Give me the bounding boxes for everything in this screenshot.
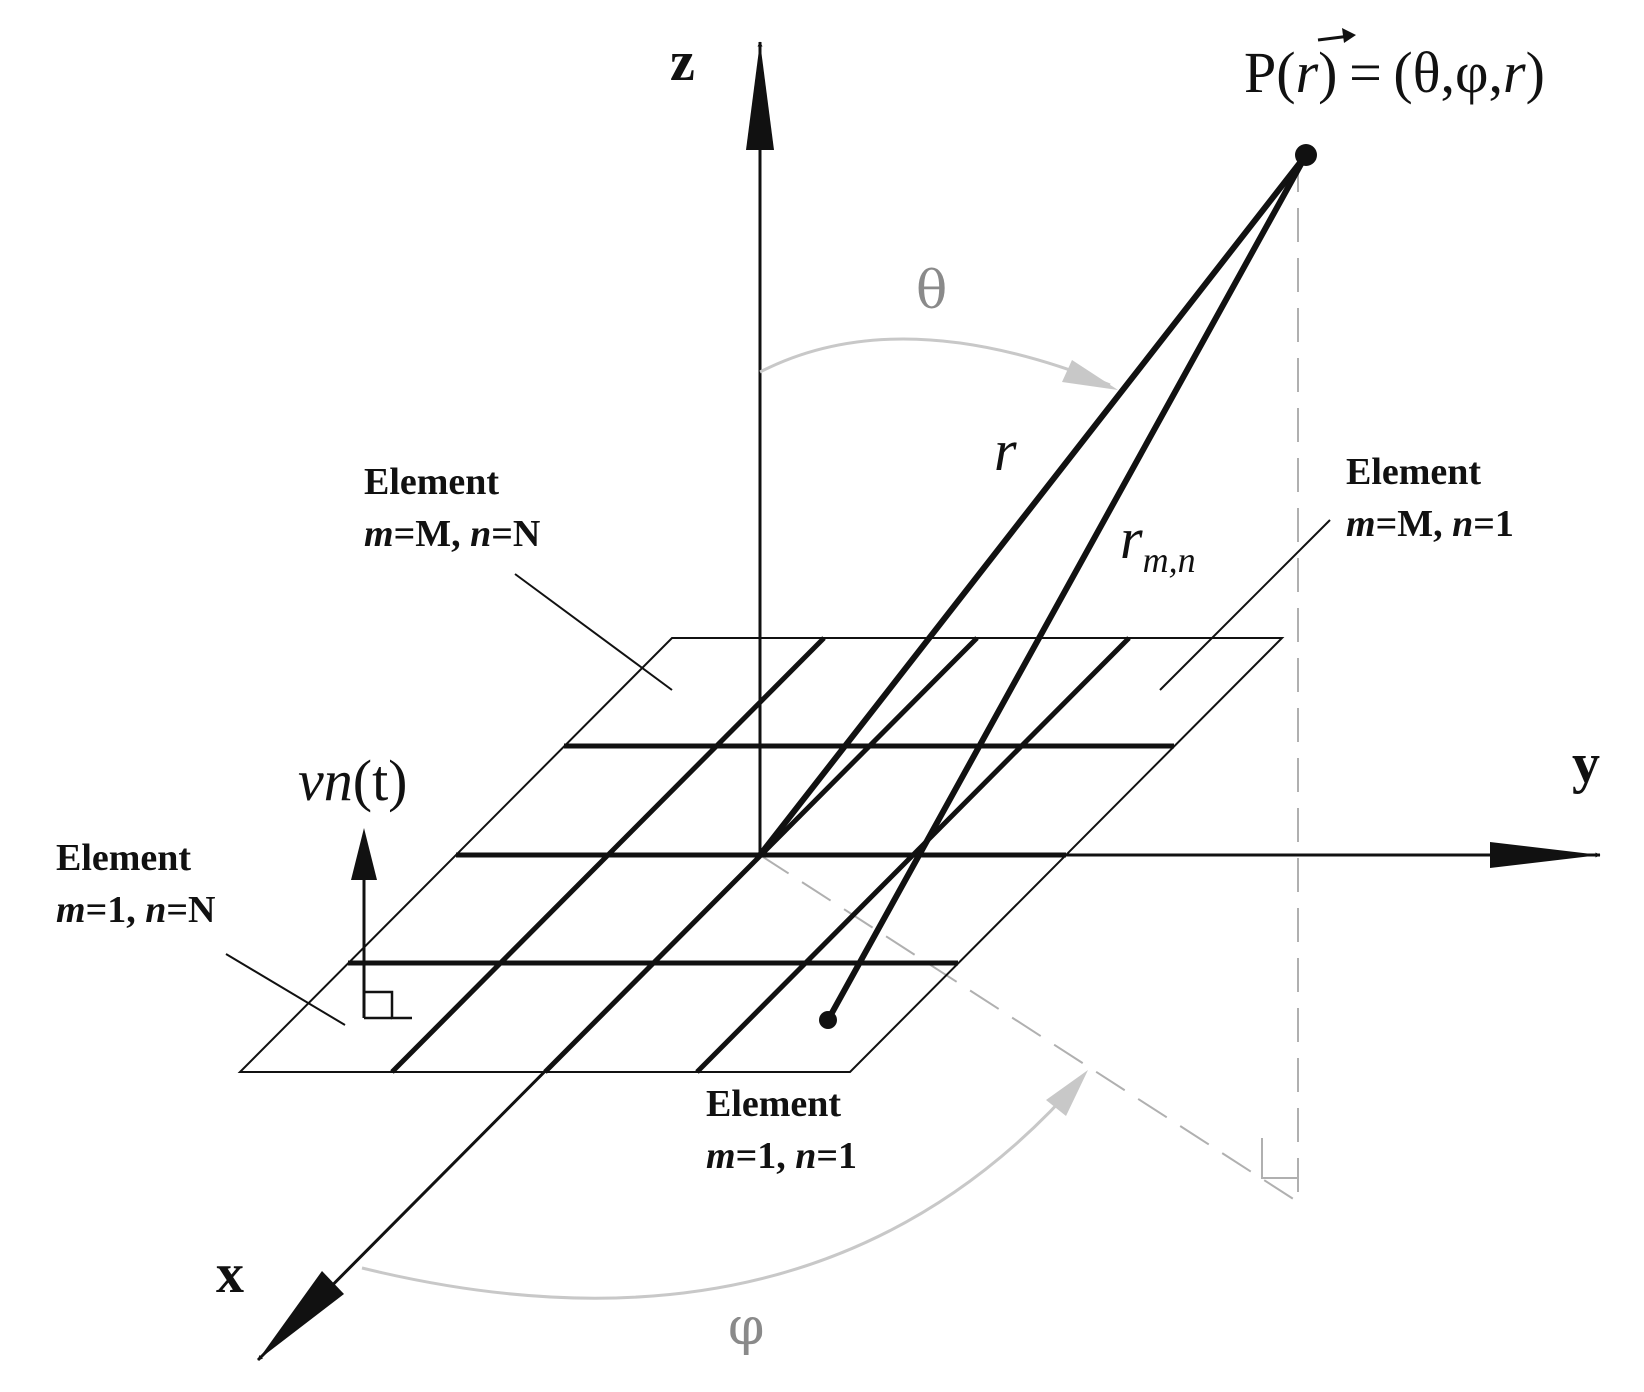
velocity-label: vn(t) — [298, 748, 408, 813]
leader-element-mm-nn — [514, 573, 673, 691]
element-m1-n1-m-val: =1, — [736, 1135, 796, 1177]
element-mm-n1-n: n — [1452, 503, 1473, 545]
velocity-v: v — [298, 748, 324, 813]
element-source-dot — [819, 1011, 837, 1029]
element-mm-nn-n: n — [470, 513, 491, 555]
leader-element-m1-nn — [225, 953, 346, 1026]
point-p-name: P( — [1244, 40, 1296, 105]
element-mm-nn-title: Element — [364, 461, 499, 503]
element-m1-n1-n: n — [795, 1135, 816, 1177]
point-p-dot — [1295, 144, 1317, 166]
element-label-mm-nn: Element m=M, n=N — [364, 461, 540, 555]
element-mm-n1-title: Element — [1346, 451, 1481, 493]
element-label-m1-n1: Element m=1, n=1 — [706, 1083, 857, 1177]
grid-col-divider-1 — [390, 636, 826, 1074]
point-p-r: r — [1503, 40, 1526, 105]
point-p-rest: ) = (θ,φ, — [1318, 40, 1503, 105]
element-mm-n1-m: m — [1346, 503, 1376, 545]
projection-line-ground — [759, 854, 1299, 1203]
element-m1-n1-n-val: =1 — [816, 1135, 857, 1177]
element-m1-n1-indices: m=1, n=1 — [706, 1135, 857, 1177]
distance-rmn-main: r — [1120, 506, 1143, 571]
element-m1-nn-m-val: =1, — [86, 889, 146, 931]
element-mm-nn-n-val: =N — [491, 513, 540, 555]
leader-element-mm-n1 — [1159, 519, 1331, 691]
theta-label: θ — [916, 261, 947, 321]
distance-rmn-label: rm,n — [1120, 506, 1196, 580]
point-p-label: P(r) = (θ,φ,r) — [1244, 40, 1545, 105]
theta-arrowhead — [1062, 360, 1118, 390]
x-axis-arrowhead — [258, 1271, 344, 1360]
y-axis-arrowhead — [1490, 842, 1600, 868]
y-axis-label: y — [1572, 733, 1600, 795]
vector-r-mn — [825, 152, 1309, 1023]
element-mm-nn-m-val: =M, — [394, 513, 471, 555]
element-label-mm-n1: Element m=M, n=1 — [1346, 451, 1514, 545]
theta-arc — [759, 337, 1111, 387]
element-m1-nn-n: n — [145, 889, 166, 931]
element-mm-n1-m-val: =M, — [1376, 503, 1453, 545]
element-m1-nn-indices: m=1, n=N — [56, 889, 215, 931]
velocity-t: (t) — [353, 748, 408, 813]
z-axis-label: z — [670, 31, 695, 93]
element-m1-n1-m: m — [706, 1135, 736, 1177]
vector-overarrow-head — [1342, 28, 1356, 43]
point-p-vector-r: r — [1296, 40, 1319, 105]
right-angle-marker-velocity — [364, 990, 412, 1020]
z-axis-arrowhead — [746, 42, 774, 150]
element-mm-nn-indices: m=M, n=N — [364, 513, 540, 555]
right-angle-marker-projection — [1261, 1138, 1298, 1179]
vector-r — [757, 152, 1309, 858]
phi-arrowhead — [1046, 1070, 1088, 1116]
x-axis-label: x — [216, 1243, 244, 1305]
phi-label: φ — [728, 1297, 764, 1357]
velocity-arrowhead — [351, 828, 377, 880]
element-mm-n1-indices: m=M, n=1 — [1346, 503, 1514, 545]
distance-rmn-subscript: m,n — [1143, 540, 1196, 580]
element-m1-nn-title: Element — [56, 837, 191, 879]
x-axis — [256, 853, 762, 1362]
element-label-m1-nn: Element m=1, n=N — [56, 837, 215, 931]
distance-r-label: r — [994, 418, 1017, 483]
element-m1-n1-title: Element — [706, 1083, 841, 1125]
grid-outline — [237, 637, 1285, 1073]
element-m1-nn-n-val: =N — [166, 889, 215, 931]
velocity-n: n — [324, 748, 353, 813]
element-m1-nn-m: m — [56, 889, 86, 931]
point-p-close: ) — [1526, 40, 1545, 105]
phi-arc — [361, 1076, 1084, 1300]
element-mm-n1-n-val: =1 — [1473, 503, 1514, 545]
element-mm-nn-m: m — [364, 513, 394, 555]
